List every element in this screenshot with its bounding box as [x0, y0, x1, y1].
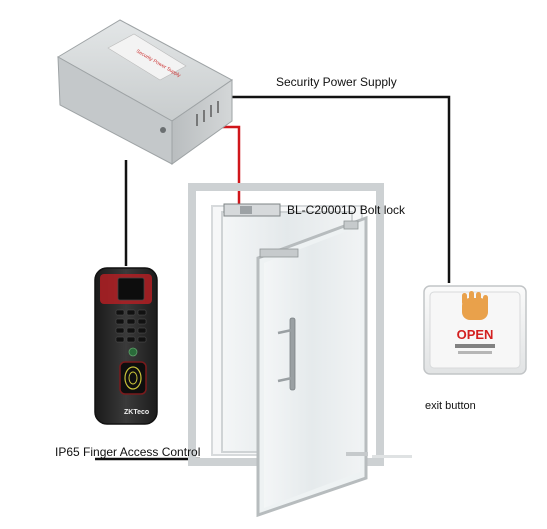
wire-power-to-bolt-lock	[212, 125, 241, 205]
label-finger-access: IP65 Finger Access Control	[55, 445, 200, 459]
door-handle	[289, 317, 296, 391]
bolt-lock	[223, 203, 281, 217]
exit-open-text: OPEN	[457, 327, 494, 342]
reader-brand: ZKTeco	[124, 409, 149, 416]
black-wires	[95, 95, 451, 461]
hand-icon	[462, 291, 488, 320]
label-bolt-lock: BL-C20001D Bolt lock	[287, 203, 406, 217]
wire-power-to-exit	[232, 95, 451, 283]
fingerprint-reader: ZKTeco	[94, 267, 158, 425]
door-assembly	[188, 183, 412, 518]
power-box-hole	[160, 127, 166, 133]
fingerprint-icon	[119, 361, 147, 395]
label-power-supply: Security Power Supply	[276, 75, 397, 89]
exit-button-device: OPEN	[423, 285, 527, 375]
power-supply-box: Security Power Supply	[57, 19, 233, 165]
label-exit-button: exit button	[425, 400, 476, 412]
